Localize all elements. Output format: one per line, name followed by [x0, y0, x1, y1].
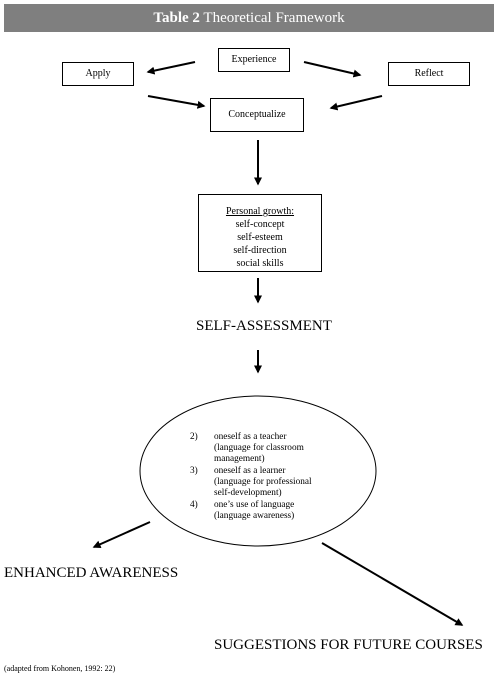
- self-assessment-ellipse: [139, 395, 377, 547]
- personal-growth-item: self-esteem: [237, 232, 283, 243]
- list-item: 3) oneself as a learner (language for pr…: [190, 466, 340, 499]
- arrow-ellipse-to-suggestions: [321, 542, 464, 626]
- list-item-line: self-development): [214, 488, 282, 498]
- arrow-apply-to-conceptualize: [147, 95, 206, 109]
- personal-growth-item: self-concept: [235, 219, 285, 230]
- arrow-reflect-to-conceptualize: [329, 95, 383, 111]
- enhanced-awareness-label: ENHANCED AWARENESS: [4, 565, 179, 581]
- table-title: Table 2 Theoretical Framework: [4, 4, 494, 32]
- list-item-number: 4): [190, 500, 198, 510]
- list-item-line: management): [214, 454, 265, 464]
- apply-box: Apply: [62, 62, 134, 86]
- experience-box: Experience: [218, 48, 290, 72]
- personal-growth-box: Personal growth: self-concept self-estee…: [198, 194, 322, 272]
- ellipse-item-list: 2) oneself as a teacher (language for cl…: [190, 432, 340, 523]
- arrow-experience-to-apply: [146, 61, 196, 75]
- list-item-number: 2): [190, 432, 198, 442]
- list-item: 4) one’s use of language (language aware…: [190, 500, 340, 522]
- personal-growth-item: self-direction: [233, 245, 287, 256]
- self-assessment-label: SELF-ASSESSMENT: [196, 318, 332, 334]
- list-item-line: oneself as a learner: [214, 466, 286, 476]
- list-item: 2) oneself as a teacher (language for cl…: [190, 432, 340, 465]
- source-citation: (adapted from Kohonen, 1992: 22): [4, 664, 116, 673]
- table-label: Table 2: [153, 10, 200, 26]
- list-item-line: one’s use of language: [214, 500, 295, 510]
- reflect-box: Reflect: [388, 62, 470, 86]
- list-item-line: (language for professional: [214, 477, 312, 487]
- list-item-line: oneself as a teacher: [214, 432, 287, 442]
- list-item-number: 3): [190, 466, 198, 476]
- arrow-experience-to-reflect: [303, 61, 362, 78]
- conceptualize-box: Conceptualize: [210, 98, 304, 132]
- personal-growth-item: social skills: [236, 258, 284, 269]
- personal-growth-heading: Personal growth:: [225, 206, 295, 217]
- list-item-line: (language for classroom: [214, 443, 304, 453]
- table-title-text: Theoretical Framework: [203, 10, 345, 26]
- suggestions-label: SUGGESTIONS FOR FUTURE COURSES: [214, 637, 483, 653]
- list-item-line: (language awareness): [214, 511, 295, 521]
- arrow-ellipse-to-enhanced-awareness: [92, 521, 151, 549]
